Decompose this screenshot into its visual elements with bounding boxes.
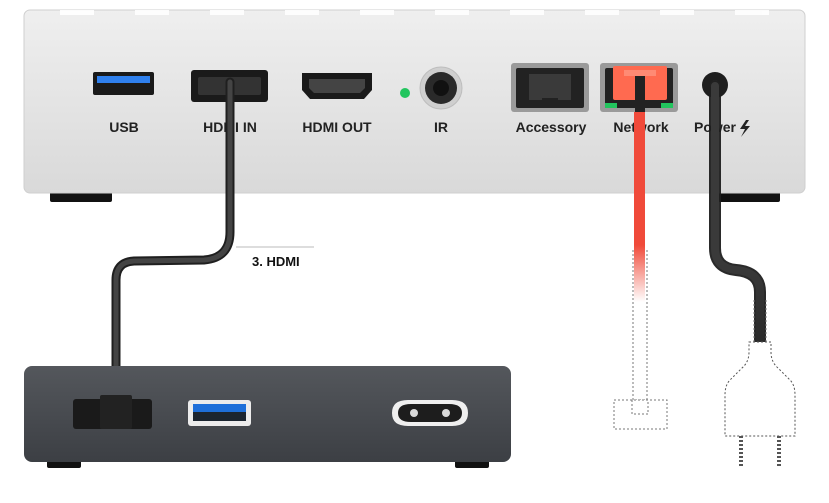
ir-port-label: IR xyxy=(434,119,448,135)
hub-device: USB HDMI IN HDMI OUT IR Accessory Networ… xyxy=(23,9,806,202)
hub-top-vents xyxy=(60,10,769,15)
iec-c8-socket-icon[interactable] xyxy=(392,400,468,426)
network-cable xyxy=(632,76,648,401)
rj45-plug-outline-icon xyxy=(613,399,668,430)
hdmi-step-label: 3. HDMI xyxy=(252,254,300,269)
device-usb-port-icon[interactable] xyxy=(188,400,251,426)
hub-body xyxy=(23,9,806,194)
hdmi-out-port-label: HDMI OUT xyxy=(302,119,372,135)
ir-jack-icon[interactable] xyxy=(419,66,463,110)
power-plug-outline-icon xyxy=(724,341,796,468)
usb-port-icon[interactable] xyxy=(93,72,154,95)
device-hdmi-port-icon[interactable] xyxy=(73,395,152,429)
usb-port-label: USB xyxy=(109,119,139,135)
accessory-ethernet-port-icon[interactable] xyxy=(511,63,589,112)
accessory-port-label: Accessory xyxy=(516,119,587,135)
hdmi-out-port-icon[interactable] xyxy=(302,73,372,99)
status-led xyxy=(400,88,410,98)
source-device xyxy=(24,366,511,468)
power-cable xyxy=(709,80,767,356)
hdmi-cable xyxy=(111,77,235,405)
device-body xyxy=(24,366,511,462)
lightning-bolt-icon xyxy=(740,120,750,137)
